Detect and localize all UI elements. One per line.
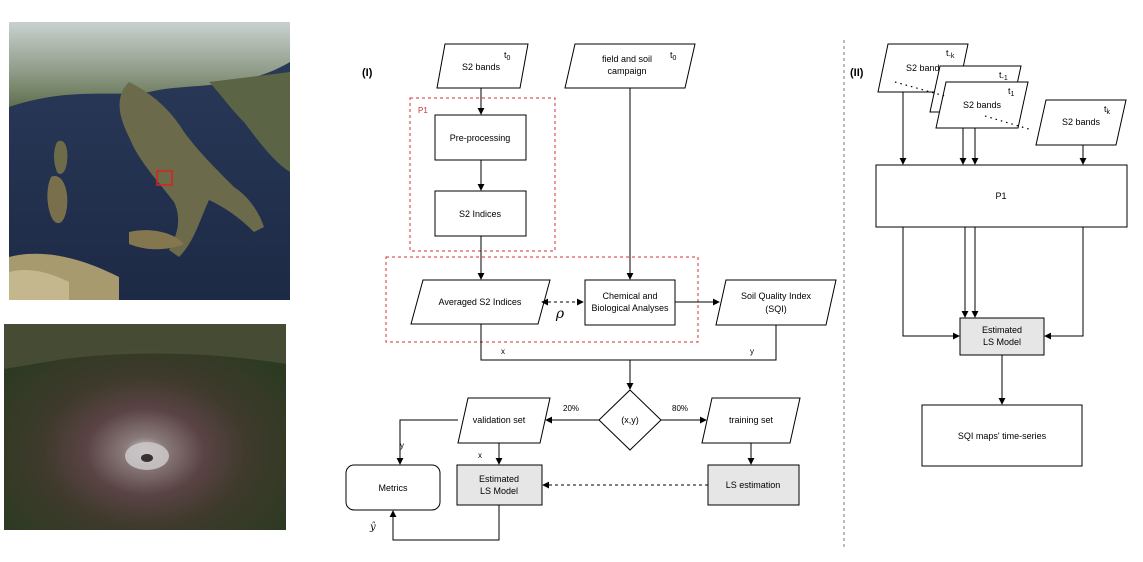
estimated-ii-line1: Estimated bbox=[982, 325, 1022, 335]
edge-label-y-top: y bbox=[750, 347, 754, 356]
satellite-image-italy bbox=[9, 22, 290, 300]
estimated-line1: Estimated bbox=[479, 474, 519, 484]
panel-label-ii: (II) bbox=[850, 67, 864, 79]
s2-bands-tk-node bbox=[1035, 99, 1127, 146]
edge-p1-model-left bbox=[902, 227, 960, 340]
training-set-label: training set bbox=[729, 415, 774, 425]
p1-block-node bbox=[875, 164, 1128, 228]
decision-label: (x,y) bbox=[621, 415, 639, 425]
preprocessing-label: Pre-processing bbox=[450, 133, 511, 143]
edge-validation-metrics bbox=[396, 419, 458, 465]
edge-label-y-val: y bbox=[400, 441, 404, 450]
s2-bands-t1-label: S2 bands bbox=[963, 100, 1002, 110]
ls-estimation-label: LS estimation bbox=[726, 480, 781, 490]
s2-bands-tmk-label: S2 bands bbox=[906, 63, 945, 73]
averaged-indices-label: Averaged S2 Indices bbox=[439, 297, 522, 307]
edge-xy-merge bbox=[480, 324, 777, 361]
s2-indices-node bbox=[434, 190, 527, 237]
s2-bands-t1-node bbox=[935, 81, 1029, 129]
field-campaign-line1: field and soil bbox=[602, 54, 652, 64]
s2-indices-label: S2 Indices bbox=[459, 209, 502, 219]
yhat-label: ŷ bbox=[369, 522, 376, 533]
analysis-group bbox=[385, 256, 699, 343]
rho-label: ρ bbox=[555, 306, 565, 322]
estimated-ls-model-node bbox=[456, 464, 543, 506]
t0-campaign-label: t0 bbox=[670, 50, 677, 62]
panel-label-i: (I) bbox=[362, 67, 373, 79]
sqi-line2: (SQI) bbox=[765, 304, 787, 314]
validation-set-label: validation set bbox=[473, 415, 526, 425]
averaged-indices-node bbox=[410, 279, 551, 325]
estimated-line2: LS Model bbox=[480, 486, 518, 496]
chem-bio-line2: Biological Analyses bbox=[591, 303, 669, 313]
region-marker bbox=[156, 170, 173, 186]
edge-label-20pct: 20% bbox=[563, 404, 579, 413]
edge-label-x-top: x bbox=[501, 347, 505, 356]
sqi-line1: Soil Quality Index bbox=[741, 291, 812, 301]
edge-estimated-metrics bbox=[389, 505, 500, 541]
sqi-timeseries-node bbox=[921, 404, 1083, 467]
training-set-node bbox=[701, 397, 801, 444]
sqi-timeseries-label: SQI maps' time-series bbox=[958, 431, 1047, 441]
chem-bio-line1: Chemical and bbox=[602, 291, 657, 301]
ls-estimation-node bbox=[707, 464, 800, 506]
satellite-image-vesuvius bbox=[4, 324, 286, 530]
tmk-label: t-k bbox=[946, 48, 955, 60]
metrics-label: Metrics bbox=[379, 483, 408, 493]
validation-set-node bbox=[457, 397, 551, 444]
t1-label: t1 bbox=[1008, 86, 1015, 98]
estimated-ls-model-ii-node bbox=[959, 317, 1045, 356]
p1-tag: P1 bbox=[418, 106, 428, 115]
field-campaign-line2: campaign bbox=[607, 66, 646, 76]
tm1-label: t-1 bbox=[999, 70, 1008, 82]
field-campaign-node bbox=[564, 43, 696, 89]
metrics-node bbox=[345, 464, 441, 511]
p1-group bbox=[409, 97, 556, 252]
s2-bands-label: S2 bands bbox=[462, 62, 501, 72]
tk-label: tk bbox=[1104, 104, 1111, 116]
s2-bands-tk-label: S2 bands bbox=[1062, 117, 1101, 127]
edge-p1-model-right bbox=[1044, 227, 1084, 340]
p1-block-label: P1 bbox=[995, 191, 1006, 201]
s2-bands-node bbox=[436, 43, 529, 89]
t0-label: t0 bbox=[504, 50, 511, 62]
sqi-node bbox=[715, 279, 837, 326]
decision-node bbox=[598, 389, 662, 451]
edge-label-80pct: 80% bbox=[672, 404, 688, 413]
estimated-ii-line2: LS Model bbox=[983, 337, 1021, 347]
preprocessing-node bbox=[434, 114, 527, 161]
edge-label-x-val: x bbox=[478, 451, 482, 460]
